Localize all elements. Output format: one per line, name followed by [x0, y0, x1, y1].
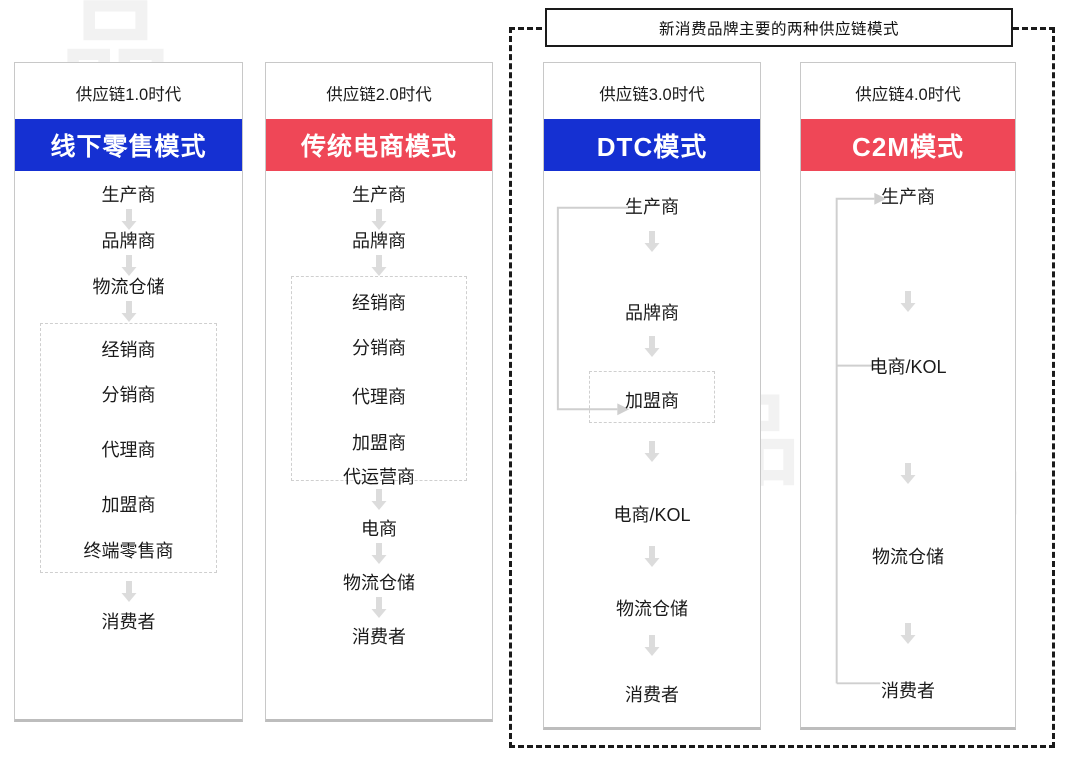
- mode-bar-label-4: C2M模式: [852, 131, 964, 162]
- arrow-down-icon: [120, 255, 137, 277]
- node-c2-5: 加盟商: [352, 433, 406, 453]
- node-c4-2: 物流仓储: [872, 547, 944, 567]
- node-c3-4: 物流仓储: [616, 599, 688, 619]
- arrow-down-icon: [900, 291, 917, 313]
- era-label-4: 供应链4.0时代: [855, 86, 961, 104]
- node-c1-8: 消费者: [101, 612, 156, 632]
- arrow-down-icon: [120, 581, 137, 603]
- node-c1-2: 物流仓储: [92, 277, 165, 297]
- arrow-down-icon: [900, 463, 917, 485]
- mode-bar-1: 线下零售模式: [15, 119, 242, 171]
- era-label-2: 供应链2.0时代: [326, 86, 432, 104]
- arrow-down-icon: [644, 441, 661, 463]
- mode-bar-3: DTC模式: [544, 119, 760, 171]
- node-c1-5: 代理商: [101, 440, 156, 460]
- mode-bar-4: C2M模式: [801, 119, 1015, 171]
- node-c1-4: 分销商: [101, 385, 156, 405]
- node-c3-1: 品牌商: [625, 303, 679, 323]
- node-c2-8: 物流仓储: [343, 573, 415, 593]
- arrow-down-icon: [900, 623, 917, 645]
- mode-bar-2: 传统电商模式: [266, 119, 492, 171]
- node-c2-2: 经销商: [352, 293, 406, 313]
- arrow-down-icon: [371, 597, 388, 619]
- arrow-down-icon: [371, 255, 388, 277]
- arrow-down-icon: [371, 489, 388, 511]
- arrow-down-icon: [371, 209, 388, 231]
- supply-chain-column-1: 供应链1.0时代 线下零售模式 生产商 品牌商 物流仓储 经销商 分销商 代理商…: [14, 62, 243, 722]
- flow-3: 生产商 品牌商 加盟商 电商/KOL 物流仓储 消费者: [544, 171, 760, 727]
- node-c1-3: 经销商: [101, 340, 156, 360]
- node-c2-9: 消费者: [352, 627, 406, 647]
- node-c4-0: 生产商: [881, 187, 935, 207]
- node-c2-7: 电商: [361, 519, 397, 539]
- node-c2-1: 品牌商: [352, 231, 406, 251]
- node-c1-1: 品牌商: [101, 231, 156, 251]
- node-c4-1: 电商/KOL: [869, 357, 947, 377]
- mode-bar-label-2: 传统电商模式: [300, 133, 457, 161]
- arrow-down-icon: [644, 231, 661, 253]
- node-c3-0: 生产商: [625, 197, 679, 217]
- supply-chain-column-3: 供应链3.0时代 DTC模式 生产商 品牌商 加盟商 电商/KOL 物流仓储 消…: [543, 62, 761, 730]
- arrow-down-icon: [644, 635, 661, 657]
- era-label-3: 供应链3.0时代: [599, 86, 705, 104]
- node-c2-6: 代运营商: [343, 467, 415, 487]
- arrow-down-icon: [371, 543, 388, 565]
- flow-2: 生产商 品牌商 经销商 分销商 代理商 加盟商 代运营商 电商 物流仓储 消费者: [266, 171, 492, 719]
- node-c2-3: 分销商: [352, 338, 406, 358]
- node-c2-4: 代理商: [352, 387, 406, 407]
- node-c1-7: 终端零售商: [83, 541, 174, 561]
- flow-4: 生产商 电商/KOL 物流仓储 消费者: [801, 171, 1015, 727]
- mode-bar-label-1: 线下零售模式: [50, 133, 207, 161]
- arrow-down-icon: [644, 546, 661, 568]
- arrow-down-icon: [120, 301, 137, 323]
- node-c1-6: 加盟商: [101, 495, 156, 515]
- node-c3-5: 消费者: [625, 685, 679, 705]
- node-c2-0: 生产商: [352, 185, 406, 205]
- intermediaries-dashed-box-1: [40, 323, 217, 573]
- mode-bar-label-3: DTC模式: [596, 131, 708, 162]
- arrow-down-icon: [120, 209, 137, 231]
- franchisee-dashed-box-3: [589, 371, 715, 423]
- flow-1: 生产商 品牌商 物流仓储 经销商 分销商 代理商 加盟商 终端零售商 消费者: [15, 171, 242, 719]
- group-banner: 新消费品牌主要的两种供应链模式: [545, 8, 1013, 47]
- node-c1-0: 生产商: [101, 185, 156, 205]
- node-c4-3: 消费者: [881, 681, 935, 701]
- intermediaries-dashed-box-2: [291, 276, 467, 481]
- group-banner-label: 新消费品牌主要的两种供应链模式: [658, 20, 899, 38]
- node-c3-3: 电商/KOL: [613, 505, 691, 525]
- era-label-1: 供应链1.0时代: [75, 86, 182, 104]
- supply-chain-column-2: 供应链2.0时代 传统电商模式 生产商 品牌商 经销商 分销商 代理商 加盟商 …: [265, 62, 493, 722]
- supply-chain-column-4: 供应链4.0时代 C2M模式 生产商 电商/KOL 物流仓储 消费者: [800, 62, 1016, 730]
- node-c3-2: 加盟商: [625, 391, 679, 411]
- arrow-down-icon: [644, 336, 661, 358]
